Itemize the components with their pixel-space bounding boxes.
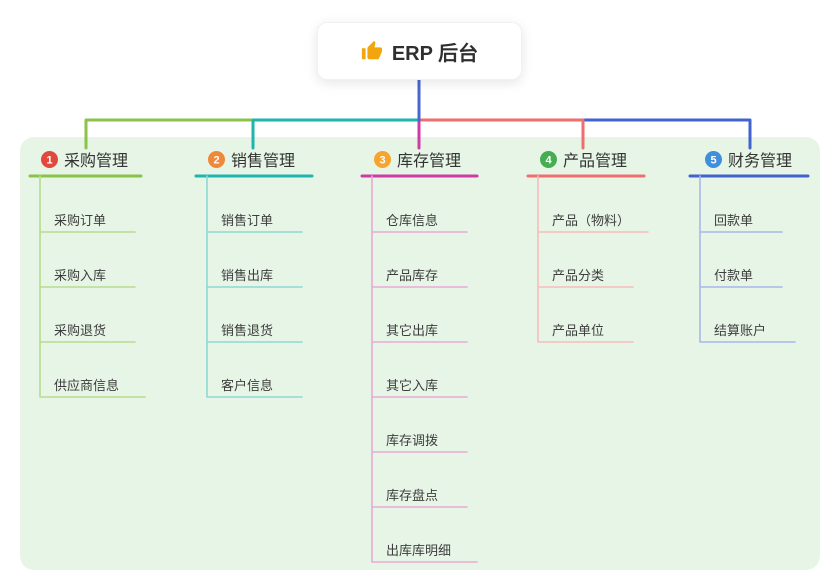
child-node[interactable]: 销售订单 (221, 213, 274, 228)
mindmap-canvas (20, 137, 820, 570)
thumbs-up-glyph (361, 40, 382, 60)
branch-inventory[interactable]: 3 库存管理 (374, 148, 461, 170)
branch-label: 财务管理 (728, 153, 793, 170)
branch-label: 库存管理 (397, 153, 462, 170)
branch-1-badge: 1 (41, 150, 58, 168)
branch-4-badge: 4 (540, 150, 557, 168)
root-node[interactable]: ERP 后台 (317, 22, 522, 80)
child-node[interactable]: 供应商信息 (54, 378, 120, 393)
branch-3-badge: 3 (374, 150, 391, 168)
badge-number: 2 (213, 154, 219, 166)
child-node[interactable]: 产品（物料） (552, 213, 631, 228)
badge-circle (208, 150, 225, 168)
root-title: ERP 后台 (391, 42, 479, 65)
child-node[interactable]: 结算账户 (714, 323, 767, 338)
child-node[interactable]: 仓库信息 (386, 213, 439, 228)
child-node[interactable]: 库存盘点 (386, 488, 439, 503)
branch-product[interactable]: 4 产品管理 (540, 148, 627, 170)
badge-circle (705, 150, 722, 168)
branch-label: 销售管理 (231, 153, 296, 170)
badge-number: 1 (46, 154, 52, 166)
badge-number: 3 (379, 154, 385, 166)
badge-circle (540, 150, 557, 168)
thumbs-up-icon (361, 40, 382, 60)
child-node[interactable]: 付款单 (714, 268, 754, 283)
child-node[interactable]: 采购订单 (54, 213, 107, 228)
badge-circle (41, 150, 58, 168)
child-node[interactable]: 销售出库 (221, 268, 274, 283)
badge-number: 5 (710, 154, 716, 166)
branch-purchase[interactable]: 1 采购管理 (41, 148, 128, 170)
branch-label: 产品管理 (563, 153, 628, 170)
child-node[interactable]: 回款单 (714, 213, 754, 228)
branch-finance[interactable]: 5 财务管理 (705, 148, 792, 170)
child-node[interactable]: 其它入库 (386, 378, 439, 393)
branch-5-badge: 5 (705, 150, 722, 168)
child-node[interactable]: 库存调拨 (386, 433, 439, 448)
child-node[interactable]: 产品库存 (386, 268, 439, 283)
child-node[interactable]: 采购退货 (54, 323, 107, 338)
child-node[interactable]: 产品分类 (552, 268, 605, 283)
branch-label: 采购管理 (64, 153, 129, 170)
child-node[interactable]: 客户信息 (221, 378, 274, 393)
badge-number: 4 (545, 154, 552, 166)
child-node[interactable]: 产品单位 (552, 323, 605, 338)
badge-circle (374, 150, 391, 168)
branch-sales[interactable]: 2 销售管理 (208, 148, 295, 170)
branch-2-badge: 2 (208, 150, 225, 168)
child-node[interactable]: 销售退货 (221, 323, 274, 338)
child-node[interactable]: 出库库明细 (386, 543, 452, 558)
child-node[interactable]: 其它出库 (386, 323, 439, 338)
child-node[interactable]: 采购入库 (54, 268, 107, 283)
